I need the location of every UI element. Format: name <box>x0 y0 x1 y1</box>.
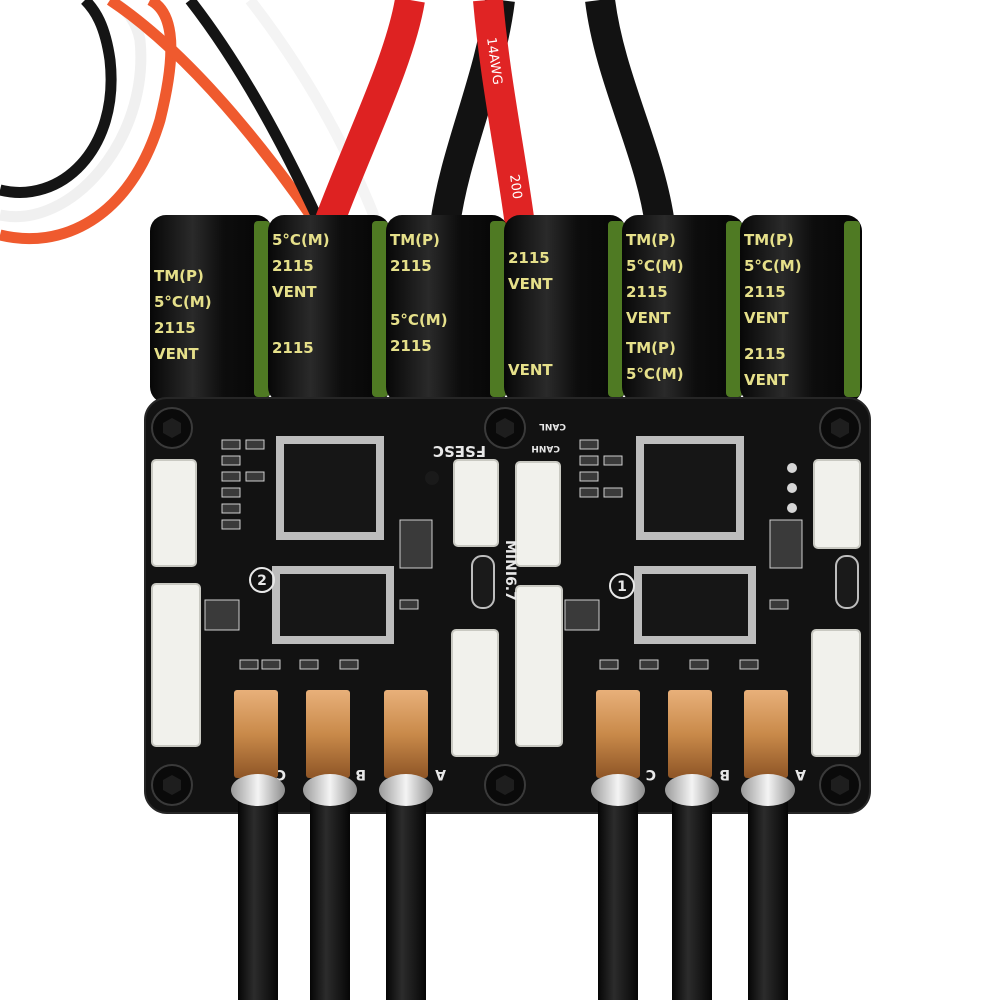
connector-left-lower <box>151 583 201 747</box>
connector-center-4 <box>515 585 563 747</box>
connector-center-1 <box>453 459 499 547</box>
cable-left-b <box>310 790 350 1000</box>
mosfet-right-c <box>596 690 640 778</box>
mosfet-right-b <box>668 690 712 778</box>
phase-b-right: B <box>719 766 730 782</box>
black-power-wire-right <box>585 0 675 228</box>
capacitor-4: 2115 VENT VENT <box>504 215 626 403</box>
mosfet-tabs <box>234 690 788 778</box>
cable-right-b <box>672 790 712 1000</box>
wire-temp-label: 200 <box>506 173 524 200</box>
connector-right-lower <box>811 629 861 757</box>
svg-text:2115: 2115 <box>744 283 786 301</box>
cable-right-a <box>748 790 788 1000</box>
svg-text:TM(P): TM(P) <box>744 231 794 249</box>
wire-gauge-label: 14AWG <box>483 36 504 85</box>
mosfet-right-a <box>744 690 788 778</box>
svg-text:5°C(M): 5°C(M) <box>626 257 684 275</box>
connector-right-upper <box>813 459 861 549</box>
model-silkscreen: MINI6.7 <box>502 540 518 601</box>
svg-text:2115: 2115 <box>626 283 668 301</box>
connector-left-upper <box>151 459 197 567</box>
capacitor-bank: TM(P) 5°C(M) 2115 VENT 5°C(M) 2115 VENT … <box>150 215 862 403</box>
capacitor-5: TM(P) 5°C(M) 2115 VENT TM(P) 5°C(M) <box>622 215 744 403</box>
svg-text:VENT: VENT <box>508 361 553 379</box>
driver-chip-left <box>272 566 394 644</box>
capacitor-1: TM(P) 5°C(M) 2115 VENT <box>150 215 272 403</box>
mcu-chip-left <box>276 436 384 540</box>
svg-text:VENT: VENT <box>626 309 671 327</box>
cable-right-c <box>598 790 638 1000</box>
svg-text:VENT: VENT <box>154 345 199 363</box>
phase-b-left: B <box>355 766 366 782</box>
pcb-board: FSESC CANL CANH MINI6.7 2 1 C B A C B A <box>144 397 871 814</box>
svg-text:5°C(M): 5°C(M) <box>154 293 212 311</box>
mounting-screws <box>151 407 861 806</box>
phase-cables <box>231 774 795 1000</box>
phase-c-right: C <box>646 766 656 782</box>
svg-text:2115: 2115 <box>272 257 314 275</box>
solder-right-c <box>591 774 645 806</box>
white-wire-loop <box>0 0 147 223</box>
capacitor-2: 5°C(M) 2115 VENT 2115 <box>268 215 390 403</box>
driver-chip-right <box>634 566 756 644</box>
smd-components <box>204 439 803 670</box>
connector-center-2 <box>515 461 561 567</box>
svg-text:2115: 2115 <box>154 319 196 337</box>
mcu-chip-right <box>636 436 744 540</box>
svg-text:VENT: VENT <box>272 283 317 301</box>
orange-wire <box>0 0 177 245</box>
svg-text:TM(P): TM(P) <box>626 231 676 249</box>
svg-text:5°C(M): 5°C(M) <box>390 311 448 329</box>
svg-text:5°C(M): 5°C(M) <box>626 365 684 383</box>
solder-left-b <box>303 774 357 806</box>
brand-silkscreen: FSESC <box>433 442 486 460</box>
svg-text:5°C(M): 5°C(M) <box>272 231 330 249</box>
cable-left-a <box>386 790 426 1000</box>
svg-text:VENT: VENT <box>744 371 789 389</box>
crystal-left <box>471 555 495 609</box>
channel-1-label: 1 <box>617 579 627 595</box>
svg-text:2115: 2115 <box>390 257 432 275</box>
svg-text:5°C(M): 5°C(M) <box>744 257 802 275</box>
svg-text:VENT: VENT <box>508 275 553 293</box>
svg-text:TM(P): TM(P) <box>626 339 676 357</box>
solder-left-a <box>379 774 433 806</box>
svg-text:TM(P): TM(P) <box>390 231 440 249</box>
mosfet-left-a <box>384 690 428 778</box>
capacitor-3: TM(P) 2115 5°C(M) 2115 <box>386 215 508 403</box>
solder-right-b <box>665 774 719 806</box>
canl-silkscreen: CANL <box>539 421 566 431</box>
channel-2-label: 2 <box>257 573 267 589</box>
svg-text:2115: 2115 <box>508 249 550 267</box>
mosfet-left-c <box>234 690 278 778</box>
crystal-right <box>835 555 859 609</box>
mosfet-left-b <box>306 690 350 778</box>
black-wire-loop <box>0 0 117 198</box>
status-leds <box>787 463 797 513</box>
phase-c-left: C <box>276 766 286 782</box>
svg-text:2115: 2115 <box>744 345 786 363</box>
svg-text:VENT: VENT <box>744 309 789 327</box>
svg-text:2115: 2115 <box>272 339 314 357</box>
svg-text:2115: 2115 <box>390 337 432 355</box>
phase-a-left: A <box>435 766 446 782</box>
solder-left-c <box>231 774 285 806</box>
red-power-wire-left <box>315 0 425 226</box>
power-wires: 14AWG 200 <box>315 0 675 228</box>
connector-center-3 <box>451 629 499 757</box>
cable-left-c <box>238 790 278 1000</box>
jst-connectors <box>151 459 861 757</box>
solder-right-a <box>741 774 795 806</box>
capacitor-6: TM(P) 5°C(M) 2115 VENT 2115 VENT <box>740 215 862 403</box>
phase-a-right: A <box>795 766 806 782</box>
canh-silkscreen: CANH <box>531 443 560 453</box>
red-power-wire-center <box>473 0 535 227</box>
svg-text:TM(P): TM(P) <box>154 267 204 285</box>
